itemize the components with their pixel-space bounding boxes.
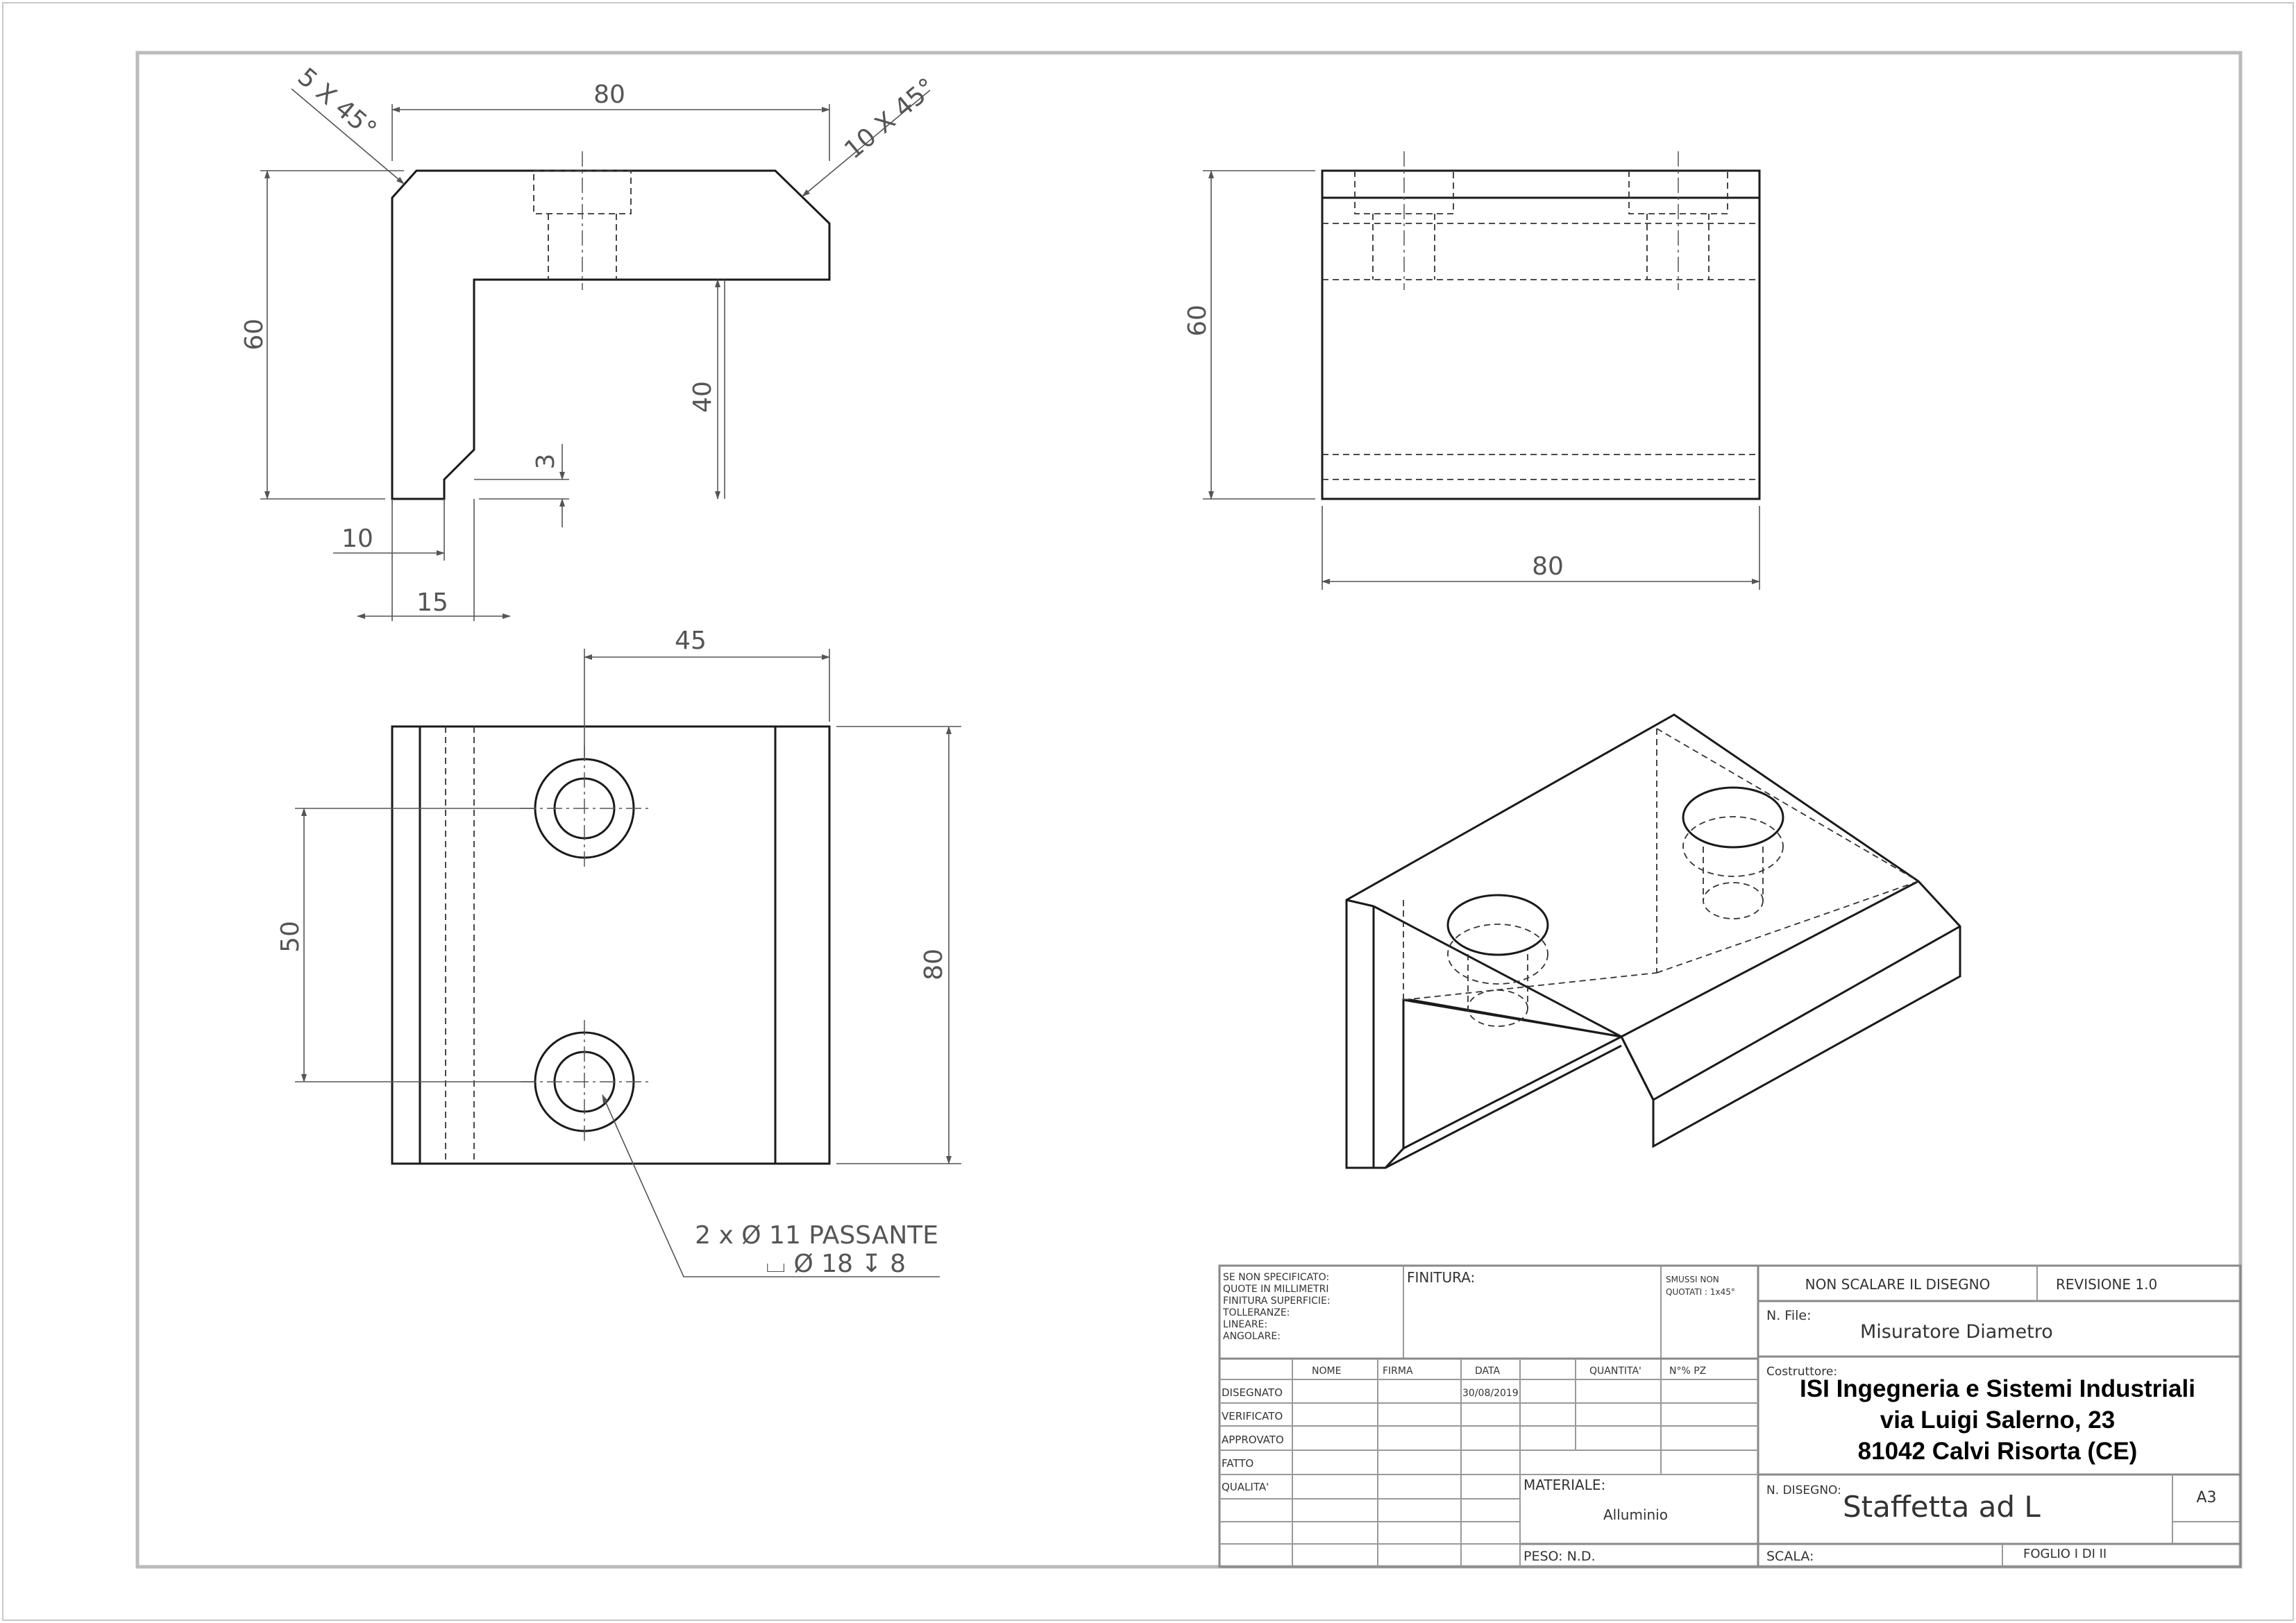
dim-top-depth: 80 [920,949,948,980]
smussi-line1: SMUSSI NON [1666,1275,1719,1284]
dim-top-spacing: 50 [276,921,305,953]
dim-front-foot: 10 [341,525,373,553]
row-approvato: APPROVATO [1222,1434,1284,1446]
row-qualita: QUALITA' [1222,1481,1269,1493]
front-view: 80 5 X 45° 10 X 45° 60 40 3 10 15 [240,62,941,621]
smussi-line2: QUOTATI : 1x45° [1666,1287,1735,1297]
isometric-view [1345,713,1961,1169]
drawing-frame [135,51,2243,1569]
note-6: ANGOLARE: [1223,1331,1281,1342]
dim-chamfer-left: 5 X 45° [292,62,382,144]
note-5: LINEARE: [1223,1319,1267,1330]
dim-side-height: 60 [1183,305,1212,337]
top-view: 45 50 80 2 x Ø 11 PASSANTE ⌴ Ø 18 ↧ 8 [276,627,961,1278]
peso: PESO: N.D. [1523,1549,1596,1564]
dim-front-height: 60 [240,318,269,350]
hole-note-line2: ⌴ Ø 18 ↧ 8 [766,1250,906,1278]
costruttore-line1: ISI Ingegneria e Sistemi Industriali [1800,1375,2195,1402]
dim-front-groove: 3 [532,454,560,470]
materiale-label: MATERIALE: [1523,1477,1605,1493]
header-quantita: QUANTITA' [1589,1366,1641,1377]
dim-front-leg: 40 [689,381,717,413]
hole-note-line1: 2 x Ø 11 PASSANTE [695,1221,938,1250]
note-3: FINITURA SUPERFICIE: [1223,1295,1331,1307]
costruttore-label: Costruttore: [1766,1365,1837,1379]
header-nome: NOME [1312,1366,1341,1377]
n-file-label: N. File: [1766,1308,1812,1323]
materiale-value: Alluminio [1603,1506,1668,1523]
dim-side-width: 80 [1532,552,1564,581]
n-disegno-value: Staffetta ad L [1843,1490,2041,1524]
header-npz: N°% PZ [1669,1366,1706,1377]
side-view: 60 80 [1183,151,1761,590]
dim-front-step: 15 [416,588,448,617]
note-4: TOLLERANZE: [1222,1307,1290,1318]
header-firma: FIRMA [1383,1366,1413,1377]
non-scalare: NON SCALARE IL DISEGNO [1805,1276,1991,1293]
dim-top-offset: 45 [675,627,707,655]
costruttore-line3: 81042 Calvi Risorta (CE) [1858,1438,2138,1465]
note-1: SE NON SPECIFICATO: [1223,1272,1329,1283]
n-disegno-label: N. DISEGNO: [1766,1484,1841,1497]
revisione: REVISIONE 1.0 [2056,1276,2157,1293]
formato: A3 [2196,1489,2216,1506]
row-verificato: VERIFICATO [1222,1410,1283,1422]
disegnato-data: 30/08/2019 [1462,1388,1519,1399]
row-disegnato: DISEGNATO [1222,1386,1283,1399]
n-file-value: Misuratore Diametro [1860,1321,2053,1343]
row-fatto: FATTO [1222,1457,1253,1470]
foglio: FOGLIO I DI II [2023,1547,2107,1561]
costruttore-line2: via Luigi Salerno, 23 [1880,1407,2115,1434]
title-block: SE NON SPECIFICATO: QUOTE IN MILLIMETRI … [1218,1264,2242,1568]
note-2: QUOTE IN MILLIMETRI [1223,1284,1328,1295]
header-data: DATA [1475,1366,1500,1377]
scala: SCALA: [1766,1549,1814,1564]
dim-chamfer-right: 10 X 45° [839,73,941,164]
finitura-label: FINITURA: [1407,1269,1475,1286]
dim-front-width: 80 [593,80,625,109]
